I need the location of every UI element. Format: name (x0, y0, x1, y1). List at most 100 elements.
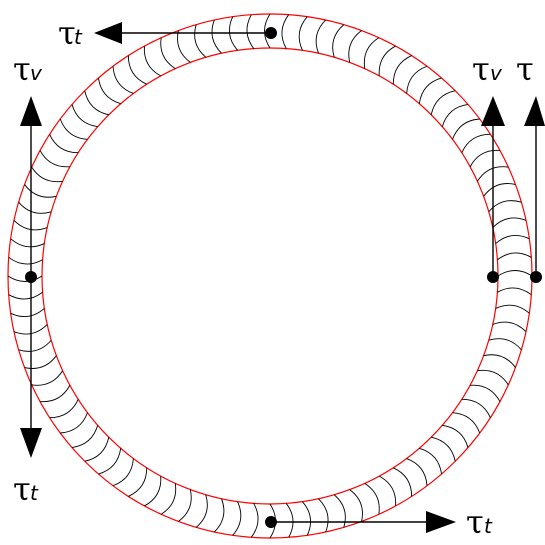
ring-hatch-line (430, 90, 456, 115)
ring-hatch-line (194, 24, 207, 58)
ring-hatch-line (13, 219, 48, 231)
ring-hatch-line (483, 354, 516, 368)
ring-hatch-line (143, 46, 161, 77)
label-left-bottom-tau: τ (13, 470, 31, 508)
ring-hatch-line (84, 437, 110, 462)
ring-hatch-line (160, 483, 177, 515)
ring-hatch-line (8, 291, 43, 300)
ring-hatch-line (315, 19, 327, 54)
ring-hatch-line (419, 447, 443, 475)
ring-hatch-line (31, 166, 63, 183)
ring-hatch-line (431, 436, 456, 462)
ring-hatch-line (144, 476, 162, 507)
ring-hatch-line (228, 16, 238, 51)
label-left-bottom-sub: t (30, 481, 39, 505)
label-right-v-tau: τ (472, 50, 490, 88)
ring-hatch-line (211, 19, 222, 54)
ring-hatch-line (461, 398, 491, 418)
ring-hatch-line (452, 412, 481, 434)
ring-hatch-line (483, 183, 516, 197)
left-stress-arrows (20, 96, 42, 458)
right-stress-arrows (481, 96, 545, 283)
ring-hatch-line (24, 355, 57, 369)
ring-hatch-line (10, 308, 45, 318)
ring-hatch-line (195, 494, 208, 528)
ring-hatch-line (250, 503, 259, 538)
label-top-sub: t (74, 25, 83, 49)
ring-hatch-line (333, 494, 346, 528)
ring-hatch-line (318, 498, 329, 533)
ring-hatch-line (281, 14, 290, 49)
ring-hatch-line (84, 90, 109, 116)
ring-hatch-line (418, 77, 442, 104)
ring-hatch-line (332, 24, 345, 58)
ring-hatch-line (348, 30, 362, 63)
ring-hatch-line (160, 37, 176, 69)
ring-hatch-line (392, 55, 412, 85)
ring-hatch-line (298, 16, 308, 51)
label-bottom-sub: t (484, 514, 493, 538)
label-right-v-sub: v (490, 61, 503, 85)
bottom-point (265, 516, 277, 528)
ring-hatch-line (18, 339, 52, 352)
ring-hatch-line (393, 467, 413, 497)
ring-hatch-line (492, 217, 527, 228)
ring-hatch-line (213, 498, 225, 533)
ring-hatch-line (497, 252, 532, 261)
ring-hatch-line (31, 370, 63, 386)
label-bottom-tau: τ (466, 503, 484, 541)
ring-hatch-line (495, 234, 530, 244)
ring-hatch-line (379, 475, 397, 506)
ring-hatch-line (128, 467, 148, 497)
ring-hatch-line (492, 321, 527, 333)
ring-hatch-line (49, 399, 79, 419)
label-top-tau: τ (58, 14, 76, 52)
ring-hatch-line (98, 448, 122, 475)
label-left-top-tau: τ (13, 50, 31, 88)
ring-hatch-line (177, 30, 191, 63)
ring-hatch-line (10, 238, 45, 248)
ring-hatch-line (246, 14, 255, 49)
ring-hatch-line (232, 501, 242, 536)
right-outer-point (530, 271, 542, 283)
ring-hatch-line (7, 275, 43, 282)
ring-hatch-line (497, 270, 533, 277)
ring-hatch-line (39, 150, 70, 168)
ring-hatch-line (349, 489, 363, 522)
ring-hatch-line (112, 66, 134, 94)
ring-hatch-line (488, 338, 522, 351)
ring-hatch-line (406, 458, 428, 486)
ring-hatch-line (97, 77, 121, 105)
ring-hatch-line (495, 304, 530, 314)
ring-outer-outline (7, 13, 533, 539)
ring-hatch-line (13, 324, 48, 335)
label-right-edge-tau: τ (516, 50, 534, 88)
ring-hatch-line (71, 425, 99, 449)
ring-hatch-line (49, 134, 79, 154)
ring-inner-outline (41, 47, 499, 505)
ring-hatch-line (497, 287, 532, 296)
left-point (25, 271, 37, 283)
top-point (265, 27, 277, 39)
bottom-stress-arrow (265, 511, 456, 533)
ring-hatch-line (441, 103, 469, 127)
ring-hatch-line (363, 37, 380, 69)
ring-hatch-line (378, 45, 396, 76)
ring-hatch-line (302, 501, 312, 536)
ring-hatch-line (477, 166, 509, 182)
ring-hatch-line (60, 412, 88, 434)
ring-hatch-line (264, 13, 271, 49)
ring-hatch-line (461, 133, 491, 153)
ring-hatch-line (285, 503, 294, 538)
ring-hatch-line (40, 385, 71, 403)
ring-hatch-line (24, 184, 57, 198)
top-stress-arrow (94, 22, 277, 44)
ring-hatch-line (178, 489, 192, 522)
ring-hatch-line (406, 65, 428, 94)
ring-hatch-line (469, 149, 500, 167)
ring-hatch-line (71, 104, 98, 128)
label-left-top-sub: v (30, 61, 43, 85)
ring-hatch-line (8, 256, 43, 265)
